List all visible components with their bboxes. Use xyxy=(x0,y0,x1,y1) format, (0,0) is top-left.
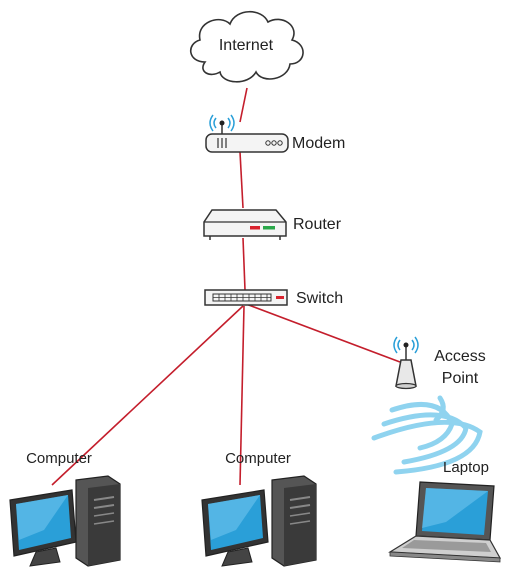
cable-modem-router xyxy=(239,151,244,209)
laptop-label: Laptop xyxy=(443,459,489,476)
computer-mid: Computer xyxy=(201,450,317,567)
router-device: Router xyxy=(203,209,342,240)
laptop-icon xyxy=(388,481,502,563)
computer-mid-label: Computer xyxy=(225,450,291,467)
laptop-device: Laptop xyxy=(388,459,502,563)
switch-label: Switch xyxy=(296,290,343,307)
computer-tower-icon xyxy=(271,475,317,567)
modem-label: Modem xyxy=(292,135,345,152)
internet-label: Internet xyxy=(219,37,274,54)
cable-switch-computer-left xyxy=(51,305,244,486)
access-point-label-line1: Access xyxy=(434,348,486,365)
wifi-signal-icon xyxy=(393,336,419,354)
cable-switch-computer-mid xyxy=(239,305,245,486)
internet-cloud: Internet xyxy=(190,10,304,83)
cables xyxy=(51,87,401,486)
monitor-icon xyxy=(9,489,77,567)
cloud-icon xyxy=(190,10,304,83)
computer-left: Computer xyxy=(9,450,121,567)
router-led-green xyxy=(263,226,275,230)
access-point-label-line2: Point xyxy=(442,370,479,387)
antenna-tip xyxy=(219,120,225,126)
computer-left-label: Computer xyxy=(26,450,92,467)
switch-led xyxy=(276,296,284,299)
monitor-icon xyxy=(201,489,269,567)
access-point-icon xyxy=(395,359,417,387)
router-led-red xyxy=(250,226,260,230)
access-point-device: Access Point xyxy=(393,336,486,390)
cable-internet-modem xyxy=(239,87,248,123)
wifi-signal-icon xyxy=(209,114,235,132)
cable-switch-access-point xyxy=(245,303,401,363)
cable-router-switch xyxy=(242,237,246,291)
switch-device: Switch xyxy=(204,289,343,307)
wireless-waves-icon xyxy=(371,395,483,475)
router-icon xyxy=(203,209,287,237)
computer-tower-icon xyxy=(75,475,121,567)
modem-device: Modem xyxy=(205,114,345,153)
router-label: Router xyxy=(293,216,342,233)
antenna-tip xyxy=(403,342,409,348)
